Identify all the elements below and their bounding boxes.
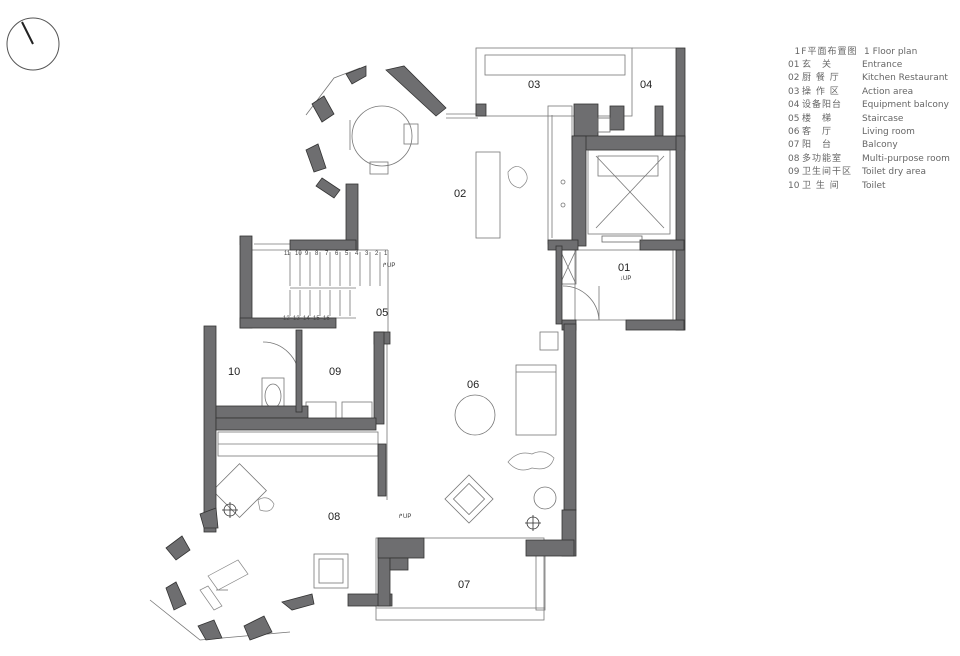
decor-items xyxy=(199,166,555,611)
legend-title-zh: 1F平面布置图 xyxy=(794,47,858,57)
room-label-04: 04 xyxy=(640,79,653,91)
room-label-01: 01 xyxy=(618,262,631,274)
legend-zh: 操 作 区 xyxy=(802,86,840,97)
sink xyxy=(597,117,643,243)
stair-step-11: 11 xyxy=(284,251,291,257)
legend-en: Multi-purpose room xyxy=(862,153,950,164)
legend-en: Balcony xyxy=(862,140,898,151)
room-label-07: 07 xyxy=(458,579,471,591)
stair-step-8: 8 xyxy=(315,251,319,257)
up-indicator-stair: ↱UP xyxy=(382,263,396,269)
legend-en: Action area xyxy=(862,86,914,97)
room-label-10: 10 xyxy=(228,366,241,378)
legend-zh: 厨 餐 厅 xyxy=(802,73,840,84)
legend-num: 08 xyxy=(788,153,800,164)
legend-en: Living room xyxy=(862,126,915,137)
legend-title: 1F平面布置图 1 Floor plan xyxy=(788,46,958,59)
legend-zh: 楼 梯 xyxy=(802,113,833,124)
stair-step-13: 13 xyxy=(293,316,300,322)
legend-en: Toilet xyxy=(862,180,886,191)
stair-step-9: 9 xyxy=(305,251,309,257)
up-indicator-living: ↱UP xyxy=(398,514,412,520)
stair-step-14: 14 xyxy=(303,316,310,322)
walls xyxy=(165,47,686,641)
legend-num: 01 xyxy=(788,60,800,70)
stair-step-12: 12 xyxy=(283,316,290,322)
stair-step-16: 16 xyxy=(323,316,330,322)
thin-outline xyxy=(149,47,676,641)
legend-en: Staircase xyxy=(862,113,904,124)
room-label-09: 09 xyxy=(329,366,342,378)
stair-step-5: 5 xyxy=(345,251,349,257)
room-label-05: 05 xyxy=(376,307,389,319)
legend-en: Toilet dry area xyxy=(862,167,927,178)
legend-zh: 多功能室 xyxy=(802,153,843,164)
room-label-03: 03 xyxy=(528,79,541,91)
stair-step-7: 7 xyxy=(325,251,329,257)
legend-zh: 阳 台 xyxy=(802,140,833,151)
up-indicator-entrance: ↓UP xyxy=(620,276,632,282)
legend-num: 09 xyxy=(788,167,800,178)
legend-num: 06 xyxy=(788,126,800,137)
stair-step-6: 6 xyxy=(335,251,339,257)
legend-zh: 卫生间干区 xyxy=(802,167,853,178)
legend-num: 04 xyxy=(788,100,800,111)
room-label-02: 02 xyxy=(454,188,467,200)
legend-num: 05 xyxy=(788,113,800,124)
room-label-08: 08 xyxy=(328,511,341,523)
stair-step-15: 15 xyxy=(313,316,320,322)
legend-en: Kitchen Restaurant xyxy=(862,73,948,84)
floor-target-icon xyxy=(222,502,541,531)
north-compass-icon xyxy=(6,17,60,71)
stair-step-1: 1 xyxy=(384,251,388,257)
legend-zh: 客 厅 xyxy=(802,126,833,137)
legend-en: Entrance xyxy=(862,60,903,70)
legend-zh: 玄 关 xyxy=(802,60,833,70)
legend-zh: 卫 生 间 xyxy=(802,180,840,191)
legend-title-en: 1 Floor plan xyxy=(864,47,918,57)
legend-num: 03 xyxy=(788,86,800,97)
legend-num: 10 xyxy=(788,180,800,191)
room-label-06: 06 xyxy=(467,379,480,391)
legend-zh: 设备阳台 xyxy=(802,100,843,111)
legend-num: 02 xyxy=(788,73,800,84)
stair-step-4: 4 xyxy=(355,251,359,257)
stair-step-10: 10 xyxy=(295,251,302,257)
stair-step-3: 3 xyxy=(365,251,369,257)
stair-step-2: 2 xyxy=(375,251,379,257)
legend-en: Equipment balcony xyxy=(862,100,949,111)
legend-num: 07 xyxy=(788,140,800,151)
